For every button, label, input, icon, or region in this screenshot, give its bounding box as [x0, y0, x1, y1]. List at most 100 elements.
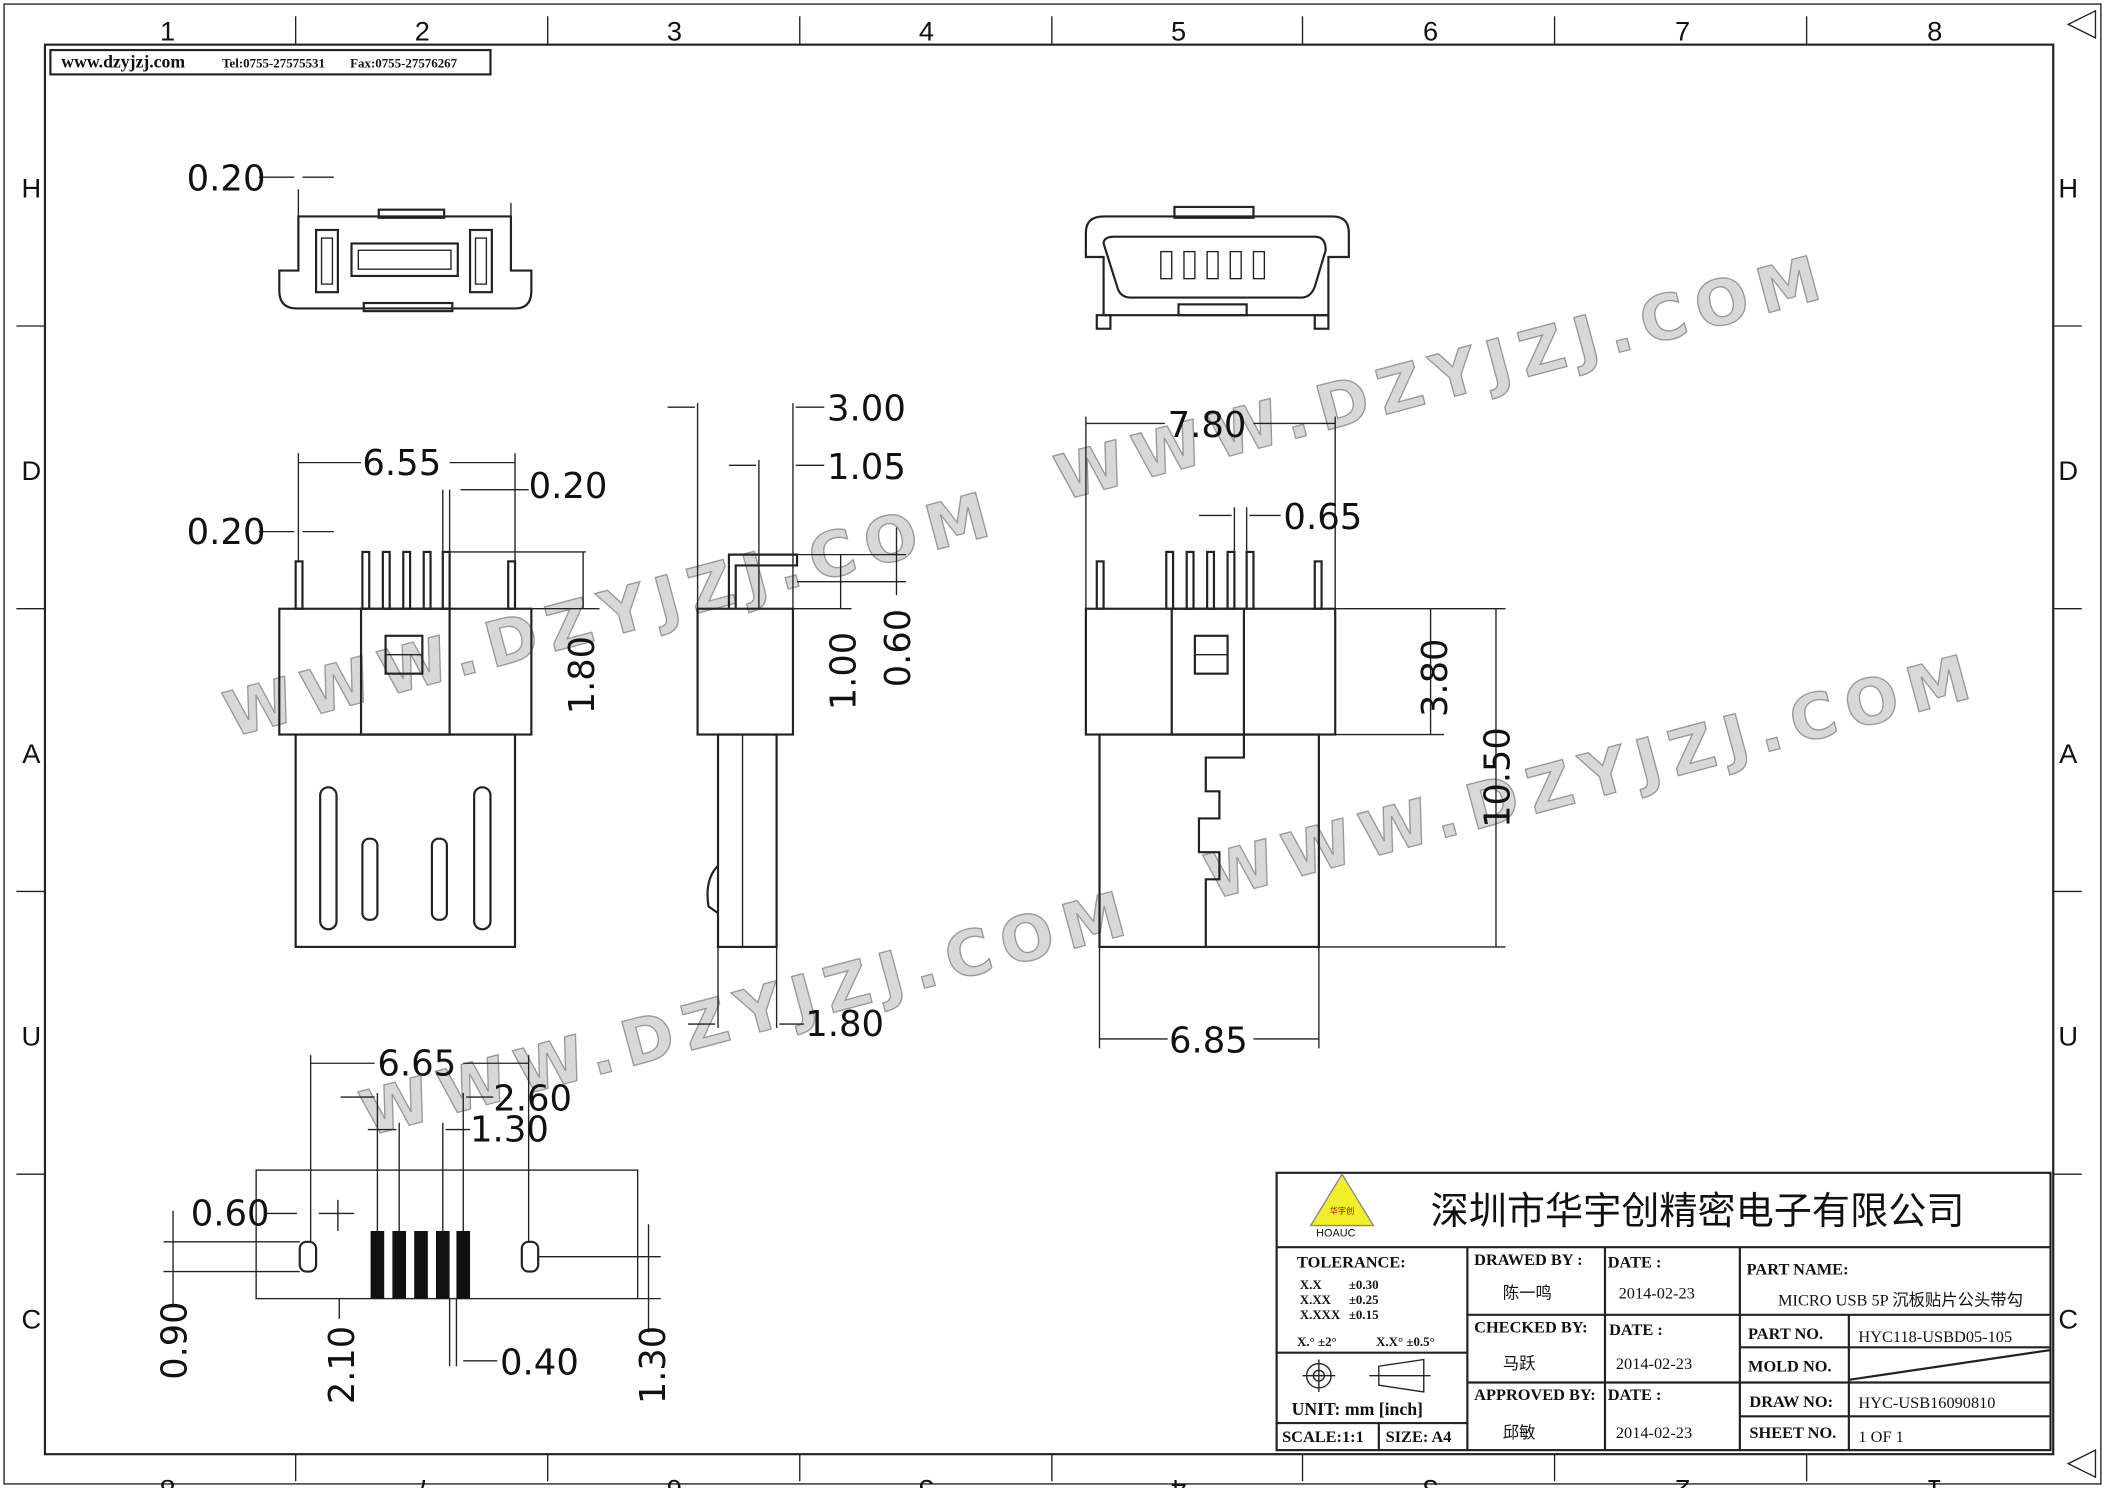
- website: www.dzyjzj.com: [61, 52, 185, 72]
- dim-0.60: 0.60: [878, 609, 919, 687]
- svg-text:SCALE:1:1: SCALE:1:1: [1282, 1427, 1364, 1446]
- svg-text:X.X° ±0.5°: X.X° ±0.5°: [1376, 1335, 1435, 1349]
- svg-text:马跃: 马跃: [1503, 1354, 1536, 1373]
- svg-text:H: H: [21, 173, 41, 204]
- svg-text:DATE :: DATE :: [1608, 1253, 1662, 1272]
- svg-text:5: 5: [919, 1474, 934, 1488]
- side-view: 3.00 1.05 1.00 0.60 1.80: [667, 389, 919, 1045]
- dim-1.80: 1.80: [562, 636, 603, 714]
- watermarks: WWW.DZYJZJ.COM WWW.DZYJZJ.COM WWW.DZYJZJ…: [216, 239, 1989, 1152]
- svg-text:6: 6: [667, 1474, 682, 1488]
- svg-text:MICRO USB 5P 沉板贴片公头带勾: MICRO USB 5P 沉板贴片公头带勾: [1778, 1290, 2023, 1309]
- svg-text:8: 8: [1927, 16, 1942, 47]
- dim-0.65: 0.65: [1283, 497, 1362, 538]
- svg-text:5: 5: [1171, 16, 1186, 47]
- projection-symbol-icon: [1302, 1358, 1431, 1393]
- svg-text:PART NAME:: PART NAME:: [1747, 1259, 1849, 1278]
- svg-text:WWW.DZYJZJ.COM: WWW.DZYJZJ.COM: [1198, 638, 1989, 914]
- dim-2.60: 2.60: [493, 1079, 572, 1120]
- svg-text:WWW.DZYJZJ.COM: WWW.DZYJZJ.COM: [1048, 239, 1839, 515]
- dim-0.90: 0.90: [155, 1302, 196, 1380]
- svg-text:7: 7: [415, 1474, 430, 1488]
- svg-text:TOLERANCE:: TOLERANCE:: [1297, 1253, 1406, 1272]
- svg-text:PART NO.: PART NO.: [1748, 1324, 1823, 1343]
- svg-text:1: 1: [1927, 1474, 1942, 1488]
- svg-text:HYC-USB16090810: HYC-USB16090810: [1858, 1393, 1995, 1412]
- title-block: 华宇创 HOAUC 深圳市华宇创精密电子有限公司 TOLERANCE: X.X ±…: [1275, 1171, 2052, 1452]
- dim-1.05: 1.05: [827, 447, 906, 488]
- svg-text:7: 7: [1675, 16, 1690, 47]
- svg-text:C: C: [21, 1303, 41, 1334]
- dim-6.85: 6.85: [1169, 1021, 1248, 1062]
- svg-text:2014-02-23: 2014-02-23: [1616, 1354, 1692, 1373]
- orientation-arrow-icon: [2066, 9, 2097, 1479]
- dim-1.30-right: 1.30: [633, 1326, 674, 1404]
- right-view: 7.80 0.65 3.80 10.50 6.85: [1084, 405, 1519, 1062]
- fax: Fax:0755-27576267: [350, 57, 458, 71]
- pcb-footprint: 6.65 2.60 1.30 0.60 0.90 2.10 0.40 1.30: [155, 1044, 674, 1405]
- svg-text:UNIT: mm [inch]: UNIT: mm [inch]: [1292, 1399, 1423, 1419]
- svg-text:SIZE: A4: SIZE: A4: [1386, 1427, 1452, 1446]
- svg-text:2014-02-23: 2014-02-23: [1616, 1423, 1692, 1442]
- svg-text:C: C: [2058, 1303, 2078, 1334]
- dim-top-left-0.20: 0.20: [187, 159, 266, 200]
- svg-text:A: A: [22, 738, 41, 769]
- svg-text:3: 3: [1423, 1474, 1438, 1488]
- svg-text:2: 2: [1675, 1474, 1690, 1488]
- dim-6.65: 6.65: [377, 1044, 456, 1085]
- top-right-view: [1084, 205, 1350, 330]
- svg-text:±0.15: ±0.15: [1349, 1308, 1379, 1322]
- dim-0.20-left: 0.20: [187, 512, 266, 553]
- svg-text:D: D: [2058, 455, 2078, 486]
- svg-text:HOAUC: HOAUC: [1316, 1227, 1356, 1239]
- front-view: 6.55 0.20 0.20 1.80: [187, 443, 607, 948]
- outer-frame: [3, 3, 2102, 1485]
- dim-6.55: 6.55: [362, 443, 441, 484]
- svg-text:CHECKED BY:: CHECKED BY:: [1474, 1317, 1587, 1336]
- tel: Tel:0755-27575531: [222, 57, 325, 71]
- dim-0.40: 0.40: [500, 1342, 579, 1383]
- svg-text:X.XX: X.XX: [1300, 1293, 1332, 1307]
- svg-text:SHEET NO.: SHEET NO.: [1749, 1423, 1836, 1442]
- svg-text:6: 6: [1423, 16, 1438, 47]
- svg-text:DATE :: DATE :: [1608, 1385, 1662, 1404]
- dim-3.80: 3.80: [1415, 639, 1456, 717]
- header-box: [49, 48, 492, 76]
- svg-text:2: 2: [415, 16, 430, 47]
- svg-text:1: 1: [160, 16, 175, 47]
- dim-7.80: 7.80: [1168, 405, 1247, 446]
- dim-side-1.80: 1.80: [805, 1004, 884, 1045]
- inner-frame: [43, 43, 2055, 1456]
- svg-text:X.° ±2°: X.° ±2°: [1297, 1335, 1337, 1349]
- svg-text:2014-02-23: 2014-02-23: [1619, 1284, 1695, 1303]
- dim-1.00: 1.00: [824, 632, 865, 710]
- svg-text:8: 8: [160, 1474, 175, 1488]
- svg-text:±0.25: ±0.25: [1349, 1293, 1379, 1307]
- company-name: 深圳市华宇创精密电子有限公司: [1431, 1189, 1965, 1233]
- dim-0.60: 0.60: [191, 1194, 270, 1235]
- svg-text:4: 4: [1171, 1474, 1186, 1488]
- zone-markers: [16, 16, 2082, 1482]
- svg-text:陈一鸣: 陈一鸣: [1503, 1284, 1552, 1303]
- dim-1.30-top: 1.30: [470, 1110, 549, 1151]
- svg-text:邱敏: 邱敏: [1503, 1423, 1536, 1442]
- svg-text:DRAW NO:: DRAW NO:: [1749, 1392, 1833, 1411]
- svg-text:H: H: [2058, 173, 2078, 204]
- svg-text:HYC118-USBD05-105: HYC118-USBD05-105: [1858, 1327, 2012, 1346]
- dim-10.50: 10.50: [1477, 727, 1518, 828]
- svg-text:4: 4: [919, 16, 934, 47]
- svg-text:±0.30: ±0.30: [1349, 1278, 1379, 1292]
- dim-2.10: 2.10: [322, 1326, 363, 1404]
- svg-text:U: U: [2058, 1021, 2078, 1052]
- svg-text:D: D: [21, 455, 41, 486]
- dim-3.00: 3.00: [827, 389, 906, 430]
- svg-text:X.X: X.X: [1300, 1278, 1323, 1292]
- company-logo: 华宇创 HOAUC: [1309, 1172, 1375, 1239]
- svg-text:X.XXX: X.XXX: [1300, 1308, 1341, 1322]
- svg-text:MOLD NO.: MOLD NO.: [1748, 1357, 1832, 1376]
- svg-text:DATE :: DATE :: [1609, 1320, 1663, 1339]
- svg-text:华宇创: 华宇创: [1330, 1205, 1354, 1215]
- top-left-view: 0.20: [187, 159, 533, 313]
